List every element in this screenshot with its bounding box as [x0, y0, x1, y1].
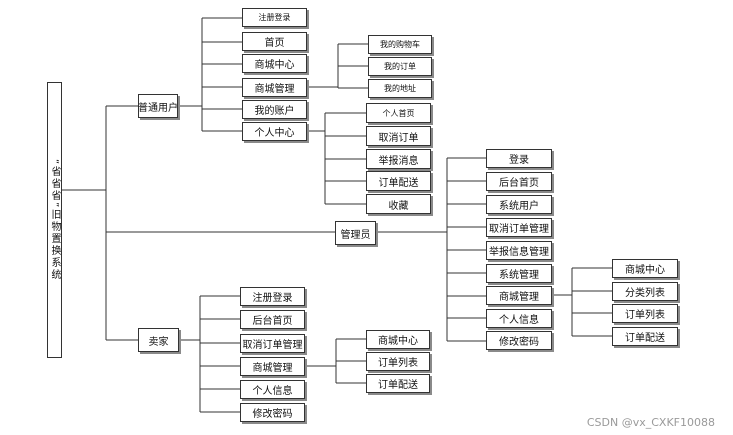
seller-mall-order-list: 订单列表 — [366, 352, 430, 371]
seller-child-cancel-order-manage: 取消订单管理 — [240, 334, 305, 353]
watermark: CSDN @vx_CXKF10088 — [586, 416, 715, 429]
seller-child-register-login: 注册登录 — [240, 287, 305, 306]
admin-child-personal-info: 个人信息 — [486, 309, 552, 328]
admin-child-mall-manage: 商城管理 — [486, 286, 552, 305]
admin-mall-order-list: 订单列表 — [612, 304, 678, 323]
seller-child-change-password: 修改密码 — [240, 403, 305, 422]
user-child-my-account: 我的账户 — [242, 100, 307, 119]
user-pc-cancel-order: 取消订单 — [366, 126, 431, 146]
admin-child-backend-home: 后台首页 — [486, 172, 552, 191]
seller-child-backend-home: 后台首页 — [240, 310, 305, 329]
user-child-mall-manage: 商城管理 — [242, 78, 307, 97]
seller-mall-center: 商城中心 — [366, 330, 430, 349]
seller-child-mall-manage: 商城管理 — [240, 357, 305, 376]
user-child-register-login: 注册登录 — [242, 8, 307, 27]
user-child-mall-center: 商城中心 — [242, 54, 307, 73]
user-pc-favorites: 收藏 — [366, 194, 431, 214]
admin-child-system-manage: 系统管理 — [486, 264, 552, 283]
admin-node: 管理员 — [335, 221, 376, 245]
user-child-personal-center: 个人中心 — [242, 122, 307, 141]
admin-child-report-manage: 举报信息管理 — [486, 241, 552, 260]
user-node: 普通用户 — [138, 94, 178, 118]
seller-node: 卖家 — [138, 328, 179, 352]
seller-child-personal-info: 个人信息 — [240, 380, 305, 399]
admin-child-login: 登录 — [486, 149, 552, 168]
user-pc-home: 个人首页 — [366, 103, 431, 123]
admin-child-cancel-order-manage: 取消订单管理 — [486, 218, 552, 237]
admin-mall-center: 商城中心 — [612, 259, 678, 278]
admin-mall-category-list: 分类列表 — [612, 282, 678, 301]
root-node: “省省省”旧物置换系统 — [47, 82, 62, 358]
admin-mall-order-delivery: 订单配送 — [612, 327, 678, 346]
user-pc-order-delivery: 订单配送 — [366, 171, 431, 191]
seller-mall-order-delivery: 订单配送 — [366, 374, 430, 393]
user-pc-report-msg: 举报消息 — [366, 149, 431, 169]
user-mall-address: 我的地址 — [368, 79, 432, 98]
user-child-home: 首页 — [242, 32, 307, 51]
user-mall-orders: 我的订单 — [368, 57, 432, 76]
user-mall-cart: 我的购物车 — [368, 35, 432, 54]
admin-child-change-password: 修改密码 — [486, 331, 552, 350]
admin-child-system-users: 系统用户 — [486, 195, 552, 214]
